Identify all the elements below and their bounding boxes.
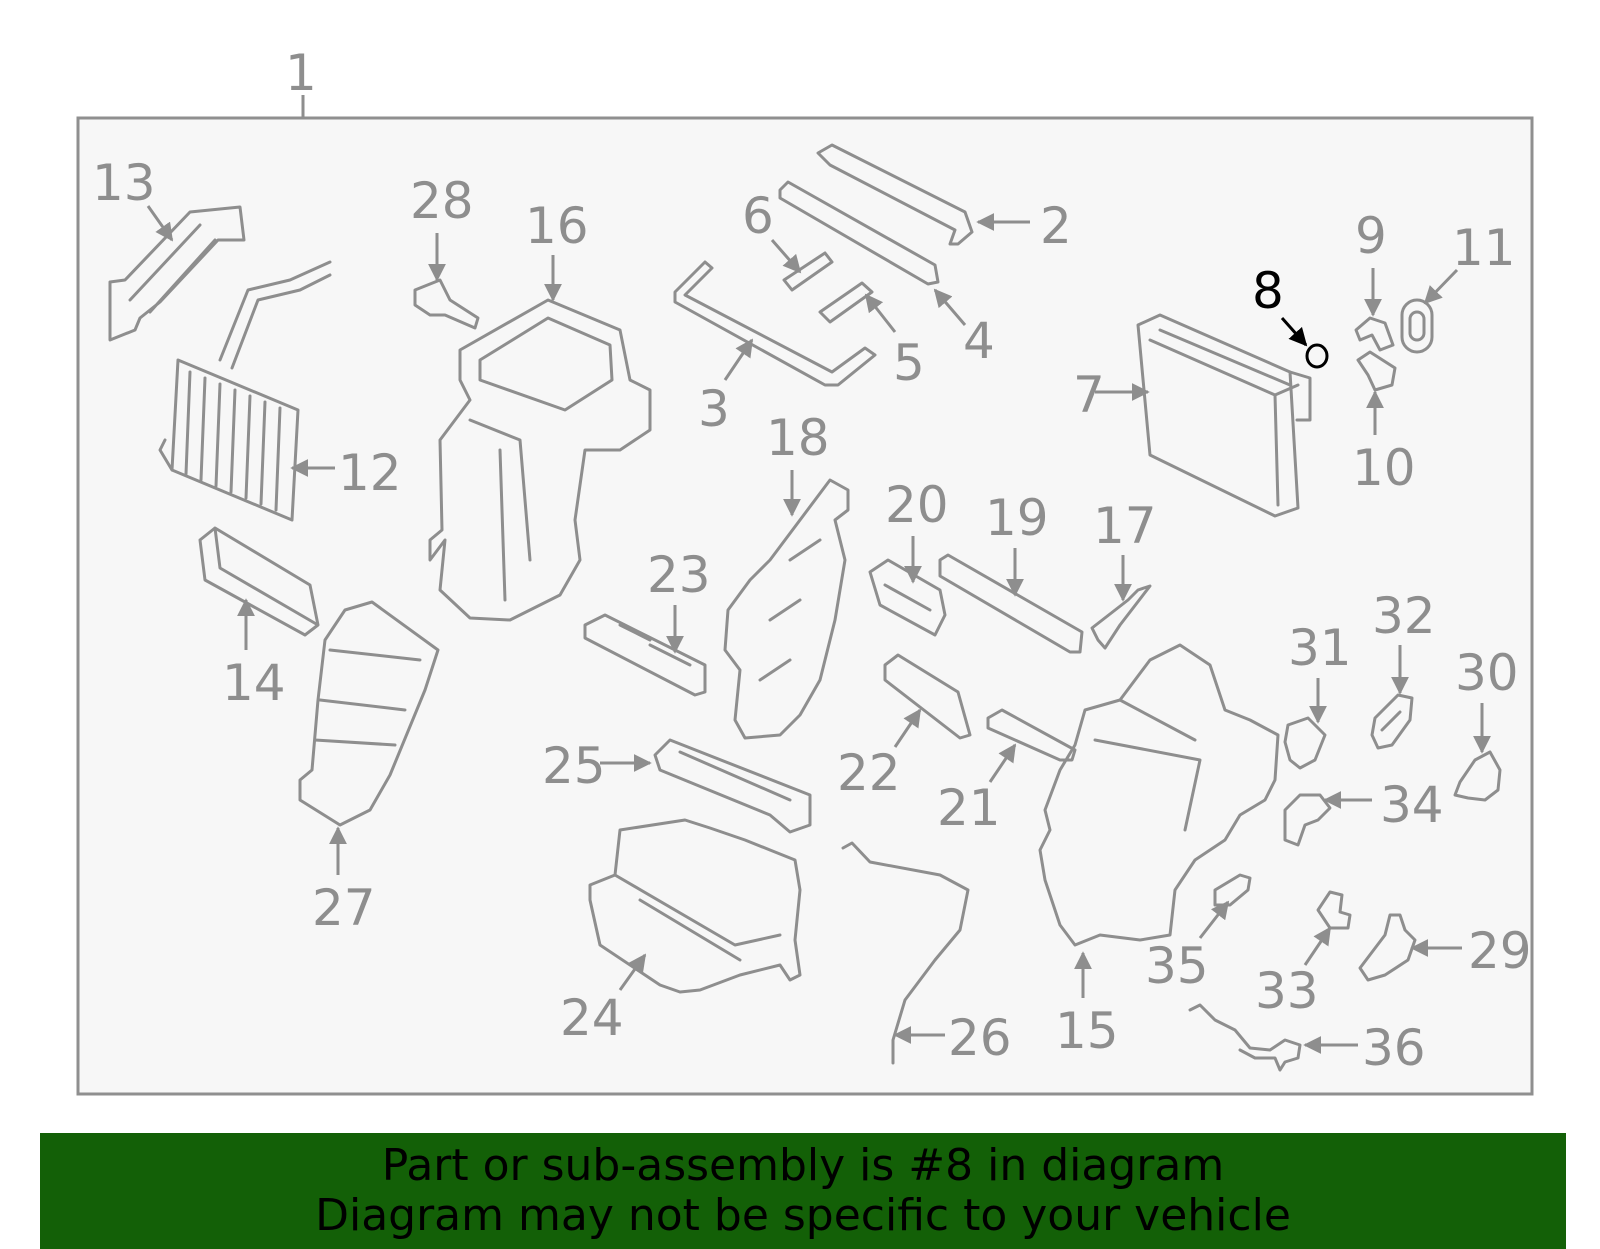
part-3[interactable] <box>673 260 877 387</box>
part-14[interactable] <box>198 526 320 637</box>
callout-6[interactable]: 6 <box>742 187 774 245</box>
callout-35[interactable]: 35 <box>1145 937 1209 995</box>
callout-14[interactable]: 14 <box>222 654 286 712</box>
callout-29[interactable]: 29 <box>1468 922 1532 980</box>
part-22[interactable] <box>883 653 972 740</box>
part-6[interactable] <box>782 251 834 292</box>
part-32[interactable] <box>1370 693 1414 750</box>
callout-25[interactable]: 25 <box>542 737 606 795</box>
callout-30[interactable]: 30 <box>1455 644 1519 702</box>
callout-36[interactable]: 36 <box>1362 1019 1426 1077</box>
callout-20[interactable]: 20 <box>885 476 949 534</box>
part-26[interactable] <box>841 841 970 1065</box>
callout-13[interactable]: 13 <box>92 154 156 212</box>
callout-28[interactable]: 28 <box>410 172 474 230</box>
callout-33[interactable]: 33 <box>1255 962 1319 1020</box>
part-19[interactable] <box>938 553 1084 654</box>
callout-22[interactable]: 22 <box>837 744 901 802</box>
callout-23[interactable]: 23 <box>647 546 711 604</box>
callout-31[interactable]: 31 <box>1288 619 1352 677</box>
part-20[interactable] <box>868 558 947 637</box>
callout-9[interactable]: 9 <box>1355 207 1387 265</box>
part-11[interactable] <box>1400 298 1434 354</box>
banner-line-part-number: Part or sub-assembly is #8 in diagram <box>381 1140 1225 1191</box>
part-8-o-ring[interactable] <box>1305 343 1329 369</box>
callout-16[interactable]: 16 <box>525 197 589 255</box>
info-banner: Part or sub-assembly is #8 in diagram Di… <box>40 1133 1566 1249</box>
part-9[interactable] <box>1354 316 1395 352</box>
part-34[interactable] <box>1283 793 1332 847</box>
callout-2[interactable]: 2 <box>1040 197 1072 255</box>
callout-34[interactable]: 34 <box>1380 776 1444 834</box>
callout-12[interactable]: 12 <box>338 444 402 502</box>
part-21[interactable] <box>986 708 1077 762</box>
part-5[interactable] <box>818 281 874 324</box>
callout-10[interactable]: 10 <box>1352 439 1416 497</box>
part-16[interactable] <box>428 298 652 622</box>
callout-18[interactable]: 18 <box>766 409 830 467</box>
callout-11[interactable]: 11 <box>1452 219 1516 277</box>
part-33[interactable] <box>1316 890 1352 930</box>
callout-8[interactable]: 8 <box>1252 262 1284 320</box>
part-27[interactable] <box>298 600 440 827</box>
callout-4[interactable]: 4 <box>963 312 995 370</box>
part-12[interactable] <box>158 260 332 522</box>
part-2[interactable] <box>816 143 974 246</box>
callout-32[interactable]: 32 <box>1372 587 1436 645</box>
part-7[interactable] <box>1136 313 1312 518</box>
part-29[interactable] <box>1358 913 1417 982</box>
part-15[interactable] <box>1038 643 1280 947</box>
part-30[interactable] <box>1453 750 1502 802</box>
callout-24[interactable]: 24 <box>560 989 624 1047</box>
callout-26[interactable]: 26 <box>948 1009 1012 1067</box>
callout-21[interactable]: 21 <box>937 779 1001 837</box>
part-23[interactable] <box>583 613 707 697</box>
callouts: 2 3 4 5 6 7 8 9 10 11 12 13 14 15 16 17 … <box>92 154 1532 1077</box>
part-28[interactable] <box>413 278 480 330</box>
part-10[interactable] <box>1356 350 1397 392</box>
part-36[interactable] <box>1188 1003 1302 1072</box>
part-18[interactable] <box>723 478 850 740</box>
callout-3[interactable]: 3 <box>698 380 730 438</box>
banner-line-disclaimer: Diagram may not be specific to your vehi… <box>315 1190 1291 1241</box>
callout-7[interactable]: 7 <box>1073 366 1105 424</box>
callout-5[interactable]: 5 <box>893 334 925 392</box>
part-4[interactable] <box>778 180 940 286</box>
part-24[interactable] <box>588 818 802 994</box>
callout-17[interactable]: 17 <box>1093 497 1157 555</box>
callout-15[interactable]: 15 <box>1055 1002 1119 1060</box>
part-25[interactable] <box>653 738 812 834</box>
callout-1[interactable]: 1 <box>285 44 317 102</box>
callout-19[interactable]: 19 <box>985 489 1049 547</box>
callout-27[interactable]: 27 <box>312 879 376 937</box>
